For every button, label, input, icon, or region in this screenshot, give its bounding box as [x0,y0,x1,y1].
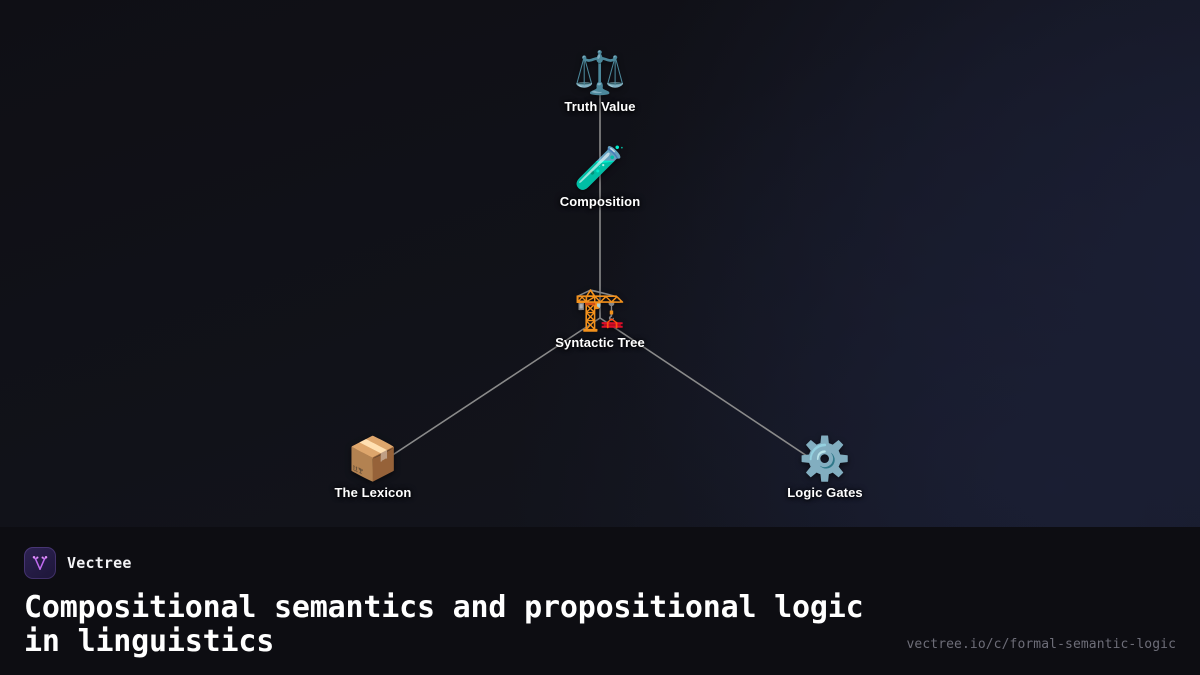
graph-node-logic-gates[interactable]: ⚙️ Logic Gates [740,435,910,501]
graph-node-label: Composition [559,194,641,209]
page-title: Compositional semantics and propositiona… [24,590,864,659]
test-tube-icon: 🧪 [573,144,627,191]
building-construction-icon: 🏗️ [573,285,627,332]
graph-node-label: Logic Gates [787,485,863,500]
balance-scale-icon: ⚖️ [573,49,627,96]
vectree-logo-icon [24,547,56,579]
gear-icon: ⚙️ [798,435,852,482]
graph-node-label: The Lexicon [334,485,412,500]
share-url: vectree.io/c/formal-semantic-logic [906,637,1176,652]
graph-node-composition[interactable]: 🧪 Composition [515,144,685,210]
graph-node-label: Syntactic Tree [555,335,645,350]
footer-bar: Vectree Compositional semantics and prop… [0,527,1200,675]
brand-name: Vectree [67,554,132,572]
brand[interactable]: Vectree [24,547,1176,579]
graph-node-the-lexicon[interactable]: 📦 The Lexicon [288,435,458,501]
concept-graph[interactable]: ⚖️ Truth Value 🧪 Composition 🏗️ Syntactic Tre… [0,0,1200,527]
graph-node-truth-value[interactable]: ⚖️ Truth Value [515,49,685,115]
package-box-icon: 📦 [346,435,400,482]
graph-node-syntactic-tree[interactable]: 🏗️ Syntactic Tree [515,285,685,351]
graph-node-label: Truth Value [564,99,636,114]
